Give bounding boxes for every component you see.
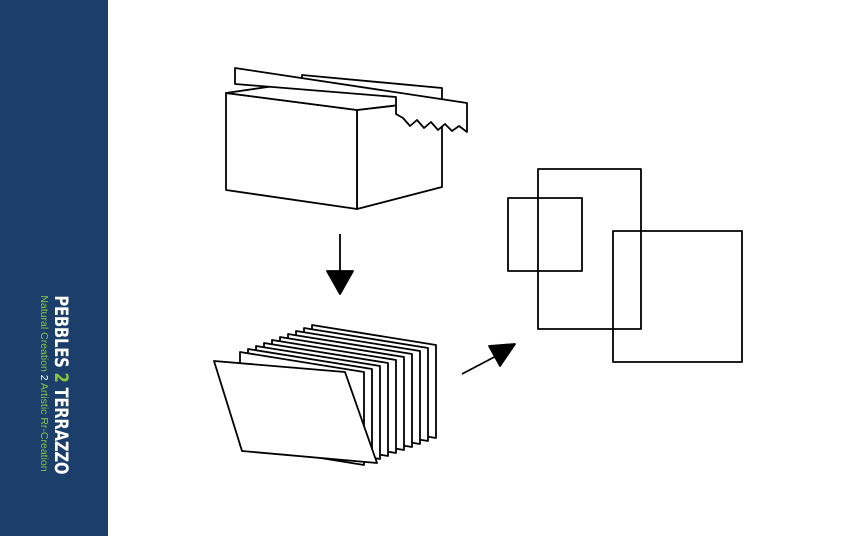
square-large: [612, 230, 743, 363]
square-tall: [537, 168, 642, 330]
arrow-down-head: [326, 270, 354, 295]
brand-sidebar: PEBBLES 2 TERRAZZO Natural Creation 2 Ar…: [0, 0, 108, 536]
shipping-box-icon: [225, 67, 468, 210]
square-small: [507, 197, 583, 272]
packing-tape: [234, 67, 468, 133]
overlapping-squares-icon: [507, 168, 743, 363]
arrow-down-icon: [326, 234, 354, 295]
tile-front: [213, 360, 378, 464]
tile-stack-icon: [213, 324, 437, 466]
box-front-side: [225, 92, 358, 210]
arrow-diagonal-icon: [461, 343, 516, 375]
arrow-diagonal-head: [488, 343, 516, 367]
arrow-diagonal-shaft: [461, 353, 501, 375]
